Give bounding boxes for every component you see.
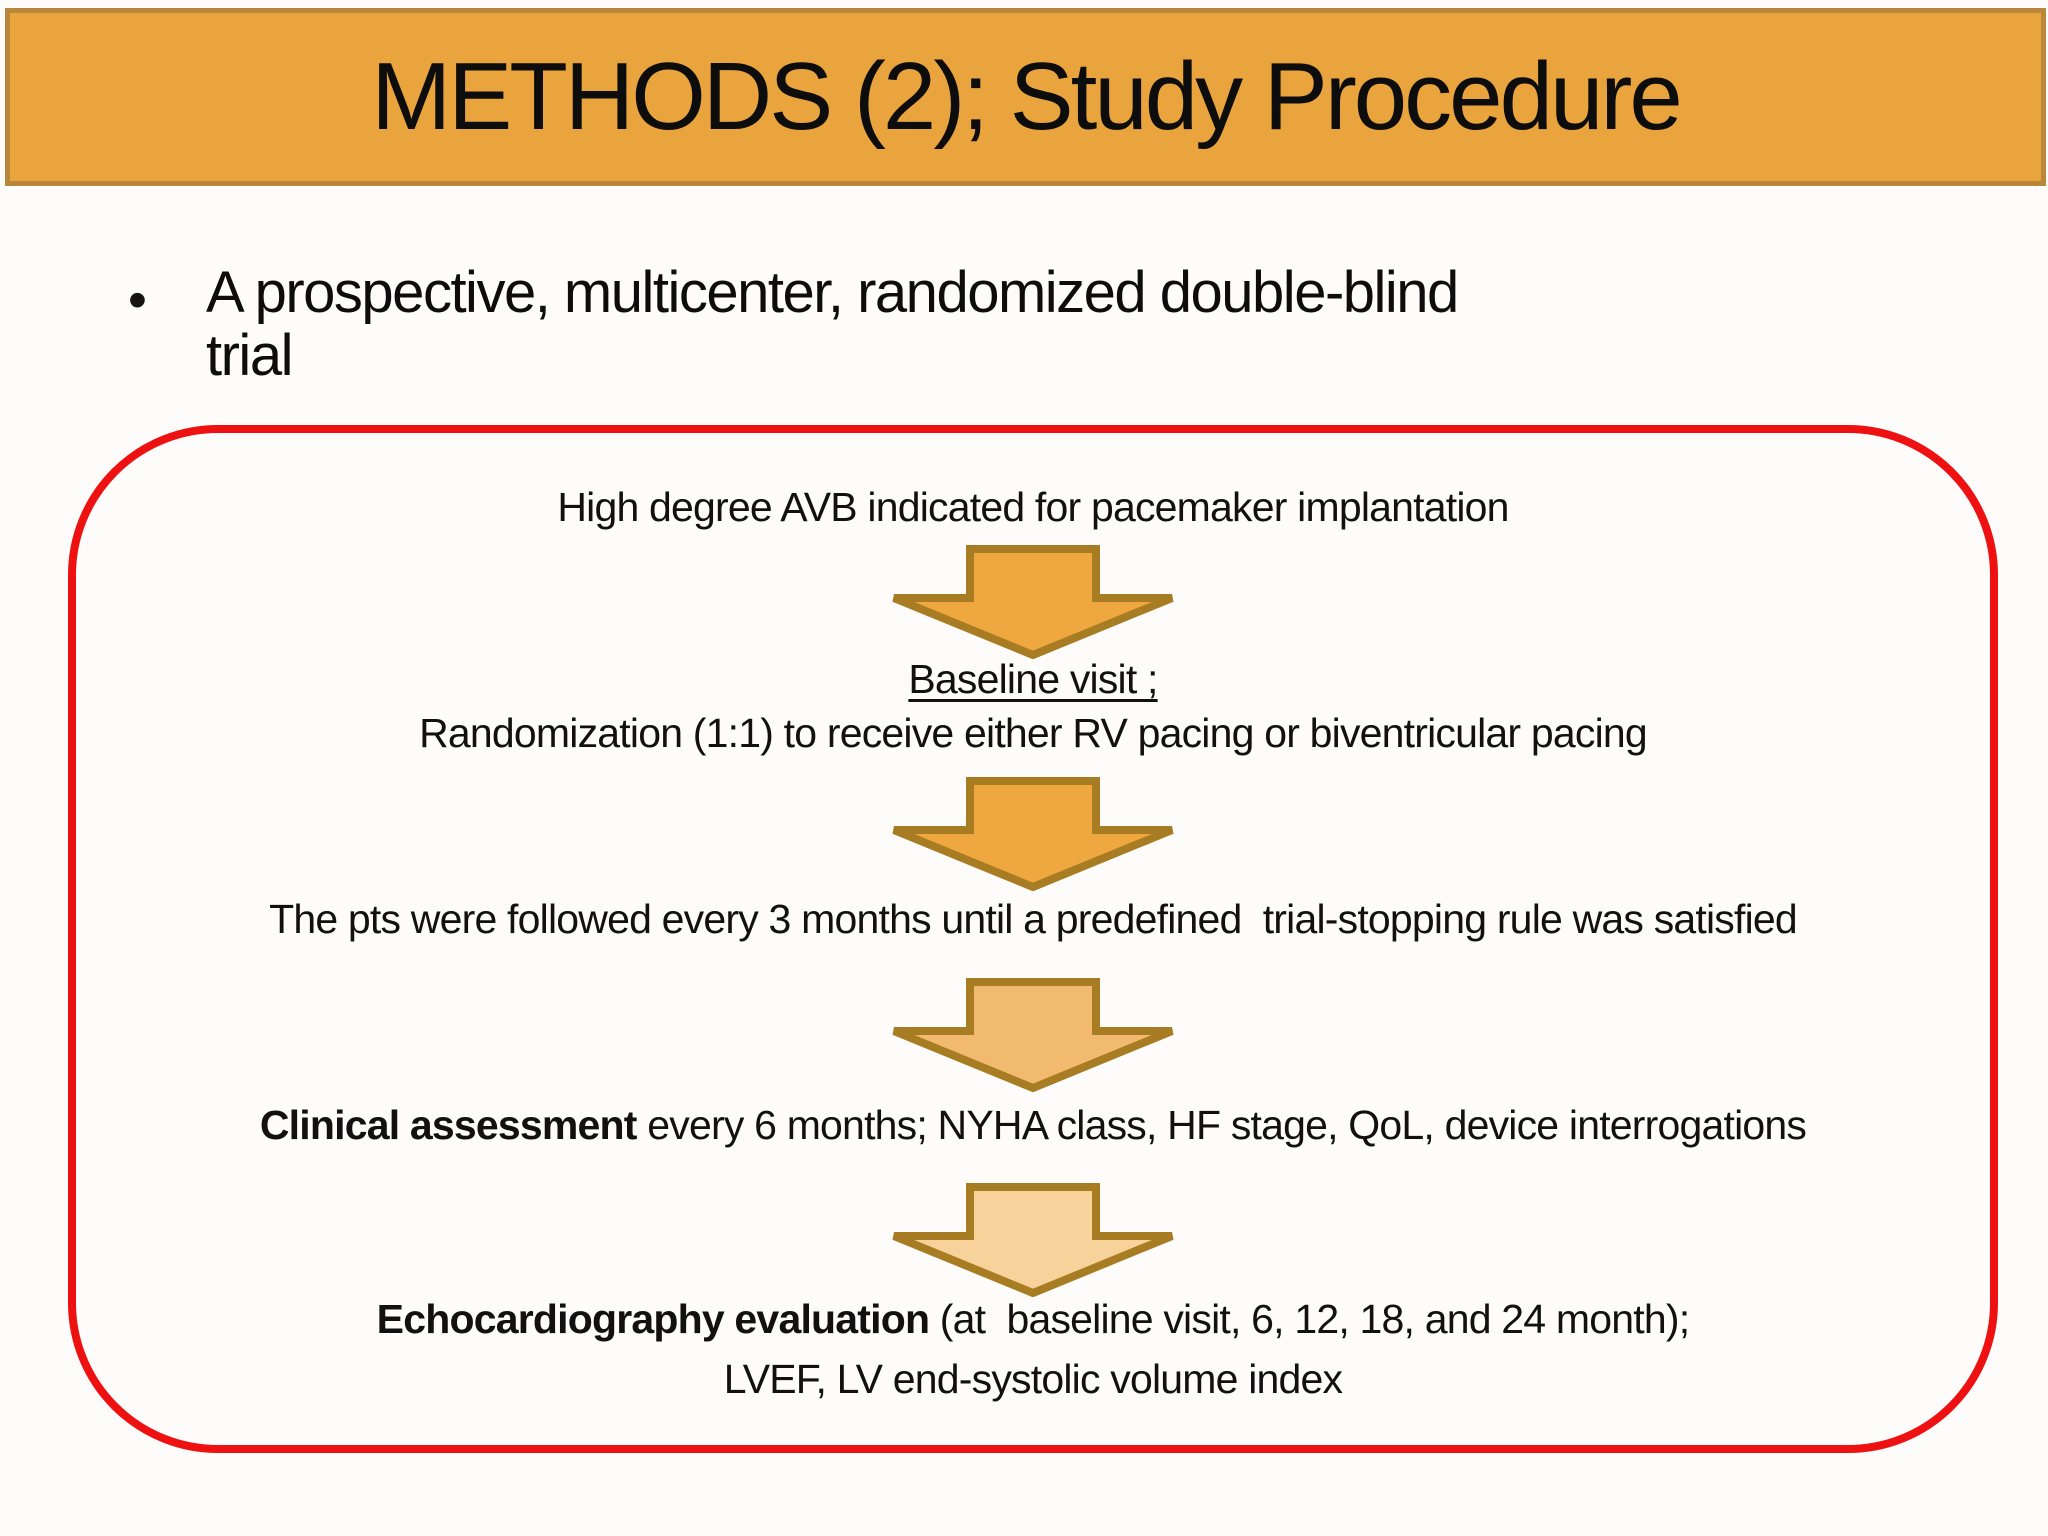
flow-step-avb: High degree AVB indicated for pacemaker … <box>557 484 1509 530</box>
down-arrow-icon <box>890 978 1176 1092</box>
echo-evaluation-detail: (at baseline visit, 6, 12, 18, and 24 mo… <box>929 1296 1690 1342</box>
down-arrow-icon <box>890 545 1176 659</box>
bullet-marker: • <box>128 270 147 330</box>
echo-evaluation-label: Echocardiography evaluation <box>376 1296 930 1342</box>
flowchart-box: High degree AVB indicated for pacemaker … <box>68 425 1998 1453</box>
bullet-text-line2: trial <box>206 322 293 388</box>
clinical-assessment-label: Clinical assessment <box>259 1102 638 1148</box>
down-arrow-icon <box>890 777 1176 891</box>
down-arrow-shape <box>892 978 1174 1092</box>
baseline-visit-label: Baseline visit ; <box>908 656 1158 702</box>
clinical-assessment-detail: every 6 months; NYHA class, HF stage, Qo… <box>636 1102 1807 1148</box>
flow-step-echo-line2: LVEF, LV end-systolic volume index <box>723 1356 1343 1402</box>
down-arrow-icon <box>890 1183 1176 1297</box>
flow-step-followup: The pts were followed every 3 months unt… <box>269 896 1798 942</box>
down-arrow-shape <box>892 777 1174 891</box>
flow-step-randomization: Randomization (1:1) to receive either RV… <box>419 710 1648 756</box>
bullet-text: A prospective, multicenter, randomized d… <box>206 260 1459 388</box>
flow-step-baseline-title: Baseline visit ; <box>76 655 1990 703</box>
down-arrow-shape <box>892 1183 1174 1297</box>
title-banner: METHODS (2); Study Procedure <box>5 8 2046 186</box>
down-arrow-shape <box>892 545 1174 659</box>
bullet-item: • A prospective, multicenter, randomized… <box>128 260 1938 388</box>
slide-title: METHODS (2); Study Procedure <box>371 43 1682 150</box>
flow-step-echo: Echocardiography evaluation (at baseline… <box>76 1295 1990 1343</box>
flow-step-clinical-assessment: Clinical assessment every 6 months; NYHA… <box>76 1101 1990 1149</box>
bullet-text-line1: A prospective, multicenter, randomized d… <box>206 260 1459 325</box>
